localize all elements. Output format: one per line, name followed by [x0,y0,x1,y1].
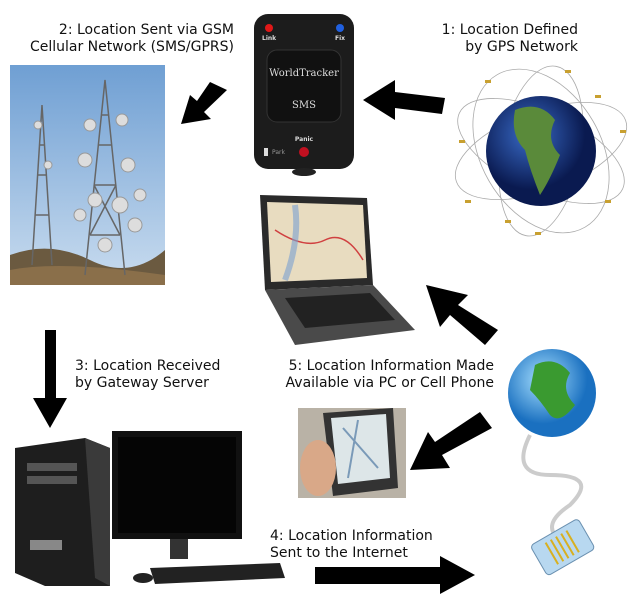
step3-label: 3: Location Received by Gateway Server [75,358,220,392]
step4-label: 4: Location Information Sent to the Inte… [270,528,433,562]
gps-satellite-globe [445,60,637,242]
step2-line1: 2: Location Sent via GSM [58,22,234,38]
step5-line2: Available via PC or Cell Phone [285,375,494,391]
step5-label: 5: Location Information Made Available v… [272,358,494,392]
worldtracker-device: Link Fix WorldTracker SMS Panic Park [252,12,356,177]
step1-line2: by GPS Network [465,39,578,55]
laptop-map-image [255,190,417,350]
step4-line1: 4: Location Information [270,528,433,544]
step4-line2: Sent to the Internet [270,545,408,561]
panic-label: Panic [294,136,314,143]
arrow-internet-to-laptop [426,285,498,345]
step3-line1: 3: Location Received [75,358,221,374]
panic-button[interactable] [299,147,309,157]
arrow-gps-to-tracker [363,80,445,120]
mode-label: SMS [292,100,316,111]
step2-line2: Cellular Network (SMS/GPRS) [29,39,234,55]
arrow-tracker-to-tower [181,82,227,124]
step1-line1: 1: Location Defined [441,22,578,38]
cell-tower-image [10,65,165,285]
arrow-internet-to-phone [410,412,492,470]
fix-led-icon [336,24,344,32]
fix-label: Fix [335,35,346,42]
park-label: Park [272,149,285,156]
arrow-server-to-internet [315,556,475,594]
arrow-tower-to-server [33,330,67,428]
cell-phone-map-image [298,408,406,498]
link-led-icon [265,24,273,32]
link-label: Link [262,35,277,42]
step1-label: 1: Location Defined by GPS Network [430,22,578,56]
step3-line2: by Gateway Server [75,375,209,391]
step2-label: 2: Location Sent via GSM Cellular Networ… [8,22,234,56]
brand-label: WorldTracker [269,68,339,79]
internet-globe-cable [490,345,620,583]
step5-line1: 5: Location Information Made [288,358,494,374]
gateway-server-computer [15,428,287,588]
